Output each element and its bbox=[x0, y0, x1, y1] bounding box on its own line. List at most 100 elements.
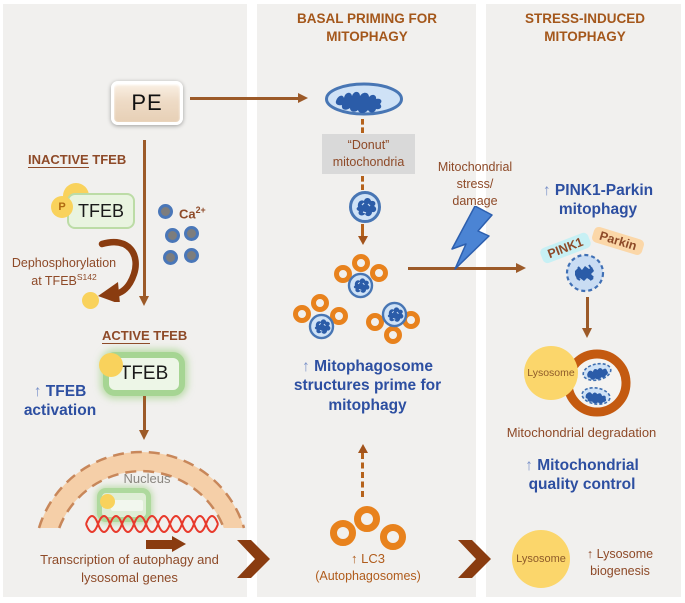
stress-caption: Mitochondrial stress/ damage bbox=[425, 159, 525, 210]
tfeb-activation-text: TFEB activation bbox=[23, 383, 97, 420]
inactive-tfeb-word: TFEB bbox=[92, 152, 127, 167]
stress-line1: Mitochondrial bbox=[437, 160, 513, 174]
mitochondrion-normal bbox=[325, 82, 403, 116]
degradation-caption: Mitochondrial degradation bbox=[506, 425, 657, 440]
calcium-ion-dot bbox=[163, 250, 178, 265]
lightning-bolt-icon bbox=[451, 206, 493, 270]
tfeb-inactive-box: TFEB bbox=[67, 193, 135, 229]
transcription-arrow bbox=[146, 540, 172, 549]
up-arrow-icon: ↑ bbox=[33, 383, 42, 400]
transcription-arrowhead-icon bbox=[172, 536, 186, 552]
mitochondrion-damaged bbox=[565, 253, 605, 293]
quality-control-text: Mitochondrial quality control bbox=[528, 457, 639, 494]
lysosome-circle: Lysosome bbox=[524, 346, 578, 400]
mitochondrion-round bbox=[349, 191, 381, 223]
arrowhead-right-icon bbox=[298, 93, 308, 103]
lc3-ring bbox=[352, 254, 370, 272]
lc3-ring bbox=[293, 305, 311, 323]
arrowhead-down-icon bbox=[139, 296, 149, 306]
lc3-ring bbox=[370, 264, 388, 282]
calcium-ion-dot bbox=[165, 228, 180, 243]
arrow-to-lysosome bbox=[586, 297, 589, 328]
pe-label: PE bbox=[131, 90, 163, 115]
dephospho-line2: at TFEBS142 bbox=[31, 271, 97, 289]
nuclear-phospho-dot bbox=[100, 494, 115, 509]
pink1-parkin-text: PINK1-Parkin mitophagy bbox=[554, 182, 654, 219]
dashed-connector bbox=[361, 119, 364, 133]
pe-box: PE bbox=[111, 81, 183, 125]
dephospho-superscript: S142 bbox=[76, 271, 97, 282]
donut-caption-box: “Donut” mitochondria bbox=[322, 134, 415, 174]
mitophagosome bbox=[381, 301, 408, 328]
calcium-superscript: 2+ bbox=[195, 205, 206, 215]
dephospho-line1: Dephosphorylation bbox=[11, 256, 117, 270]
lc3-ring bbox=[354, 506, 380, 532]
nucleus-label: Nucleus bbox=[123, 471, 171, 486]
tfeb-activation-label: ↑ TFEB activation bbox=[10, 382, 110, 421]
dephosphorylation-caption: Dephosphorylation at TFEBS142 bbox=[5, 255, 123, 290]
active-phospho-site-dot bbox=[99, 353, 123, 377]
arrow-pe-to-mitochondrion bbox=[190, 97, 298, 100]
lysosome-circle-2: Lysosome bbox=[512, 530, 570, 588]
dashed-connector bbox=[361, 224, 364, 236]
phospho-circle: P bbox=[51, 196, 73, 218]
lc3-line1: ↑ LC3 bbox=[351, 551, 385, 566]
lc3-ring bbox=[384, 326, 402, 344]
lysosome-label: Lysosome bbox=[516, 553, 566, 565]
stress-induced-header: STRESS-INDUCED MITOPHAGY bbox=[524, 11, 645, 44]
inactive-tfeb-heading: INACTIVE TFEB bbox=[28, 152, 153, 168]
lc3-ring bbox=[311, 294, 329, 312]
calcium-text: Ca bbox=[179, 206, 196, 222]
arrow-tfeb-to-nucleus bbox=[143, 396, 146, 430]
lc3-ring bbox=[366, 313, 384, 331]
dashed-connector bbox=[361, 453, 364, 497]
calcium-ion-dot bbox=[184, 226, 199, 241]
active-tfeb-word: TFEB bbox=[153, 328, 188, 343]
arrowhead-down-icon bbox=[139, 430, 149, 440]
arrowhead-right-icon bbox=[516, 263, 526, 273]
arrowhead-down-icon bbox=[582, 328, 592, 338]
lc3-caption: ↑ LC3 (Autophagosomes) bbox=[303, 550, 433, 584]
dna-strand bbox=[85, 515, 219, 533]
right-panel bbox=[486, 4, 681, 597]
lc3-ring bbox=[330, 307, 348, 325]
mitophagosome bbox=[347, 272, 374, 299]
lc3-ring bbox=[380, 524, 406, 550]
tfeb-active-label: TFEB bbox=[119, 363, 169, 384]
dashed-arrowhead-down-icon bbox=[358, 236, 368, 245]
phospho-label: P bbox=[58, 201, 66, 213]
stress-line2: stress/ bbox=[456, 176, 494, 191]
dephospho-curved-arrow bbox=[98, 239, 139, 302]
active-tfeb-heading: ACTIVE TFEB bbox=[102, 328, 202, 344]
arrow-pe-down bbox=[143, 140, 146, 296]
mitophagosome-text: Mitophagosome structures prime for mitop… bbox=[293, 358, 442, 414]
up-arrow-icon: ↑ bbox=[542, 182, 551, 199]
calcium-ion-dot bbox=[158, 204, 173, 219]
nuclear-tfeb-inner bbox=[111, 500, 143, 511]
calcium-label: Ca2+ bbox=[179, 205, 206, 221]
up-arrow-icon: ↑ bbox=[302, 358, 310, 375]
mitophagosome bbox=[308, 313, 335, 340]
lysosome-label: Lysosome bbox=[527, 367, 575, 379]
chevron-next-icon bbox=[458, 540, 491, 578]
arrow-cluster-to-stress bbox=[408, 267, 516, 270]
lc3-line2: (Autophagosomes) bbox=[315, 568, 421, 583]
dashed-arrowhead-up-icon bbox=[358, 444, 368, 453]
calcium-ion-dot bbox=[184, 248, 199, 263]
tfeb-inactive-label: TFEB bbox=[77, 200, 124, 221]
chevron-next-icon bbox=[237, 540, 270, 578]
lc3-ring bbox=[330, 520, 356, 546]
nucleus-arc bbox=[37, 450, 246, 529]
basal-priming-header: BASAL PRIMING FOR MITOPHAGY bbox=[296, 11, 437, 44]
active-word: ACTIVE bbox=[102, 328, 150, 344]
dashed-connector bbox=[361, 176, 364, 190]
quality-control-caption: ↑ Mitochondrial quality control bbox=[502, 456, 662, 495]
transcription-caption: Transcription of autophagy and lysosomal… bbox=[40, 552, 219, 585]
mitophagosome-caption: ↑ Mitophagosome structures prime for mit… bbox=[275, 357, 460, 415]
biogenesis-caption: ↑ Lysosome biogenesis bbox=[586, 547, 654, 578]
up-arrow-icon: ↑ bbox=[525, 457, 533, 474]
pink1-parkin-caption: ↑ PINK1-Parkin mitophagy bbox=[528, 181, 668, 220]
inactive-word: INACTIVE bbox=[28, 152, 89, 168]
released-phosphate-dot bbox=[82, 292, 99, 309]
